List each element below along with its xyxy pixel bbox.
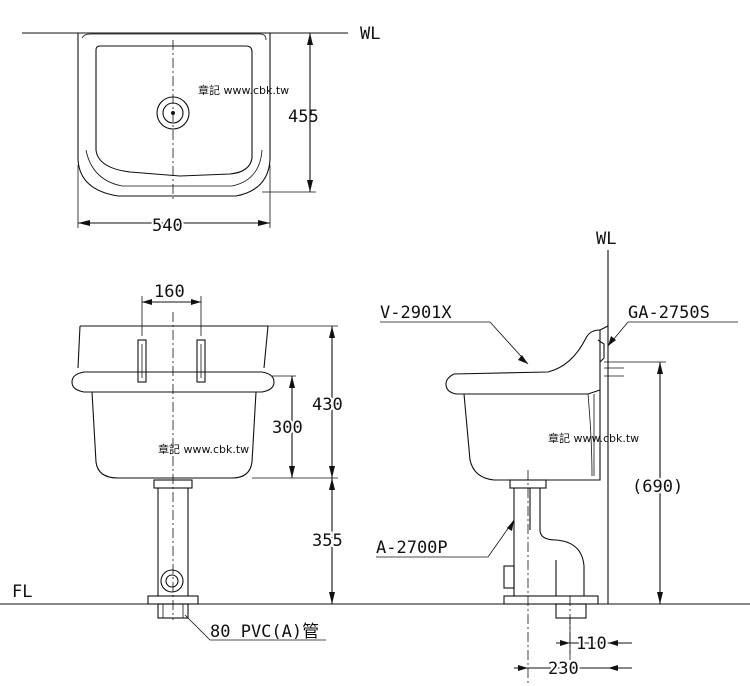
model-bracket: GA-2750S xyxy=(628,303,710,323)
dim-300: 300 xyxy=(272,418,303,438)
dim-540: 540 xyxy=(152,216,183,236)
trap-pipe-stub xyxy=(555,603,587,619)
drain-collar xyxy=(153,479,193,489)
dim-160: 160 xyxy=(154,282,185,302)
bracket-side xyxy=(597,339,605,363)
watermark-side: 章記 www.cbk.tw xyxy=(548,431,639,445)
dim-230: 230 xyxy=(548,659,579,679)
dim-110: 110 xyxy=(576,634,607,654)
top-view: WL 455 540 章記 www.cbk.tw xyxy=(22,24,380,238)
dim-355: 355 xyxy=(312,531,343,551)
trap-flange xyxy=(503,595,599,605)
dim-455: 455 xyxy=(288,107,319,127)
wl-label-side: WL xyxy=(596,229,616,249)
bowl-body-front xyxy=(91,391,257,479)
front-view: FL 160 80 PVC(A)管 xyxy=(0,282,750,642)
sink-front-edge-top xyxy=(85,149,263,187)
side-view: WL V-2901X GA-2750S A-2700P xyxy=(376,229,738,686)
bracket-left xyxy=(137,339,147,383)
dim-430: 430 xyxy=(312,395,343,415)
sink-body-side xyxy=(463,390,601,481)
sink-basin-top xyxy=(95,45,253,177)
model-trap: A-2700P xyxy=(376,538,448,558)
fl-label: FL xyxy=(12,582,32,602)
wl-label-top: WL xyxy=(360,24,380,44)
trap-cleanout xyxy=(503,565,515,589)
watermark-top: 章記 www.cbk.tw xyxy=(198,83,289,97)
sink-outline-top xyxy=(77,33,271,197)
bracket-right xyxy=(196,339,206,383)
bowl-top-front xyxy=(80,325,269,369)
watermark-front: 章記 www.cbk.tw xyxy=(158,442,249,456)
sink-rim-top xyxy=(81,33,267,41)
dim-690: (690) xyxy=(632,477,683,497)
bowl-rim-front xyxy=(71,371,275,393)
trap-curve-outer xyxy=(539,488,585,596)
model-sink: V-2901X xyxy=(380,303,452,323)
cleanout-inner xyxy=(165,574,179,588)
pvc-pipe-stub xyxy=(157,603,189,619)
cleanout-outer xyxy=(160,569,184,593)
pipe-note: 80 PVC(A)管 xyxy=(210,622,319,642)
